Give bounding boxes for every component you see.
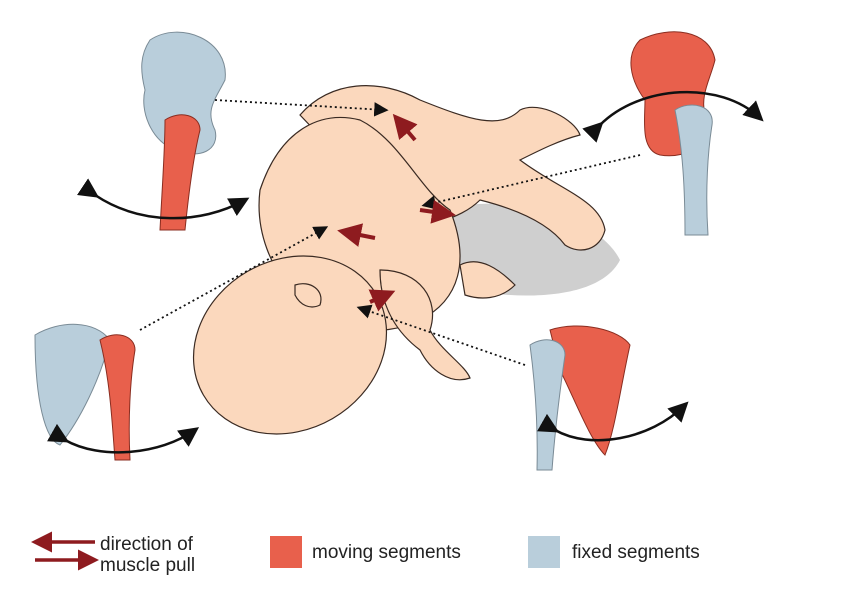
baby-ear <box>294 283 322 308</box>
rotation-arrow <box>47 423 200 454</box>
rotation-arrow <box>537 401 689 442</box>
rotation-arrow <box>76 178 250 220</box>
bottom-left-shoulder-joint <box>34 323 200 461</box>
legend-fixed-swatch <box>528 536 560 568</box>
legend-muscle-pull-icon <box>31 531 99 571</box>
legend-fixed-label: fixed segments <box>572 542 700 563</box>
top-right-hip-joint <box>582 31 764 236</box>
baby-arm <box>379 269 471 381</box>
muscle-pull-arrows <box>337 113 456 312</box>
baby-hand <box>459 261 516 299</box>
rotation-arrow <box>582 90 764 143</box>
baby-leg-upper <box>299 85 606 251</box>
legend-direction-label: direction of muscle pull <box>100 534 195 576</box>
legend-direction-line1: direction of <box>100 534 193 555</box>
legend-moving-swatch <box>270 536 302 568</box>
femur-moving <box>159 114 201 231</box>
humerus-fixed <box>529 339 566 471</box>
scapula-fixed <box>34 323 111 446</box>
bottom-right-shoulder-joint <box>529 325 689 471</box>
connector-lines <box>139 99 641 366</box>
humerus-moving <box>99 334 136 461</box>
pelvis-fixed <box>141 31 226 155</box>
top-left-hip-joint <box>76 31 250 231</box>
legend-moving-label: moving segments <box>312 542 461 563</box>
legend-direction-line2: muscle pull <box>100 555 196 576</box>
femur-fixed <box>674 104 713 236</box>
